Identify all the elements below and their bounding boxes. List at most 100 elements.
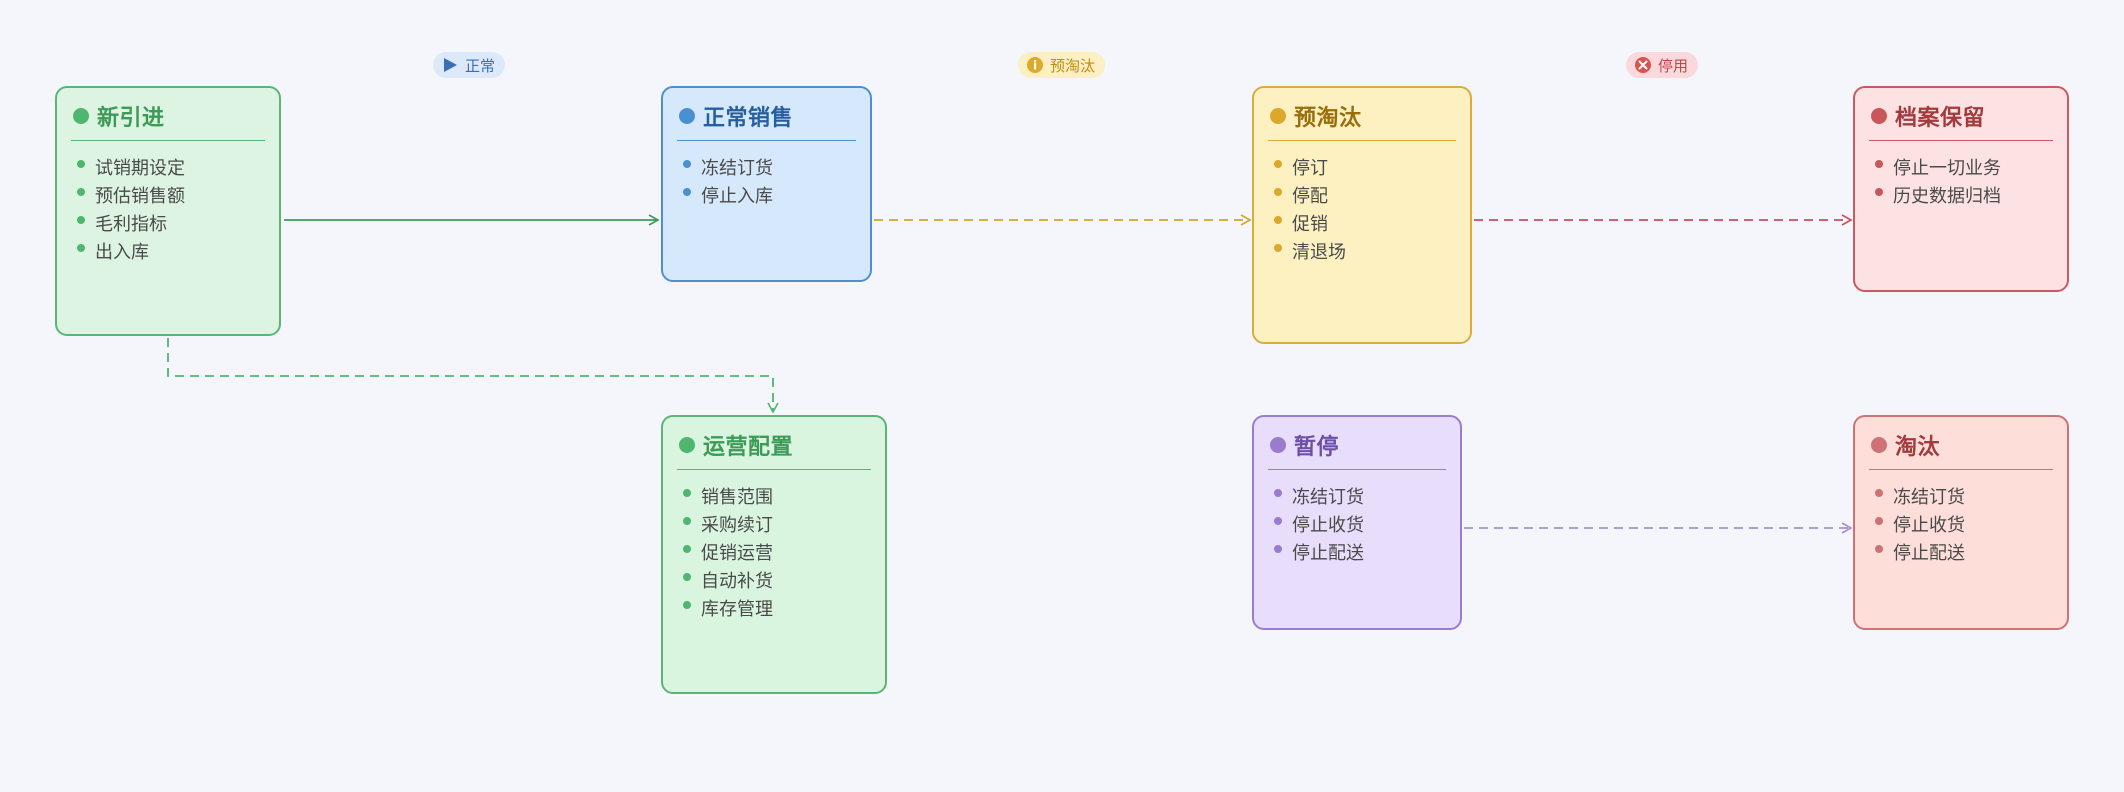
bullet-icon <box>683 601 691 609</box>
list-item-label: 清退场 <box>1292 242 1346 263</box>
list-item: 冻结订货 <box>1274 482 1446 510</box>
list-item: 停止入库 <box>683 181 856 209</box>
node-header: 档案保留 <box>1869 100 2053 141</box>
bullet-icon <box>683 188 691 196</box>
close-circle-icon <box>1634 56 1652 74</box>
list-item: 停止配送 <box>1875 538 2053 566</box>
node-item-list: 停止一切业务 历史数据归档 <box>1869 153 2053 209</box>
list-item-label: 出入库 <box>95 242 149 263</box>
list-item: 出入库 <box>77 237 265 265</box>
list-item-label: 冻结订货 <box>1893 487 1965 508</box>
list-item-label: 自动补货 <box>701 571 773 592</box>
bullet-icon <box>1875 188 1883 196</box>
edge-new-intro-to-ops-config <box>167 338 779 414</box>
status-dot-icon <box>1871 437 1887 453</box>
list-item-label: 试销期设定 <box>95 158 185 179</box>
list-item: 停止收货 <box>1875 510 2053 538</box>
status-dot-icon <box>1270 437 1286 453</box>
list-item-label: 停止一切业务 <box>1893 158 2001 179</box>
list-item: 历史数据归档 <box>1875 181 2053 209</box>
node-archive[interactable]: 档案保留 停止一切业务 历史数据归档 <box>1853 86 2069 292</box>
node-item-list: 冻结订货 停止收货 停止配送 <box>1268 482 1446 566</box>
node-header: 淘汰 <box>1869 429 2053 470</box>
bullet-icon <box>683 160 691 168</box>
list-item-label: 销售范围 <box>701 487 773 508</box>
node-header: 正常销售 <box>677 100 856 141</box>
bullet-icon <box>77 216 85 224</box>
node-normal-sale[interactable]: 正常销售 冻结订货 停止入库 <box>661 86 872 282</box>
badge-disabled: 停用 <box>1626 52 1699 78</box>
badge-disabled-label: 停用 <box>1658 56 1689 75</box>
node-title: 档案保留 <box>1895 106 1986 131</box>
bullet-icon <box>77 188 85 196</box>
node-eliminated[interactable]: 淘汰 冻结订货 停止收货 停止配送 <box>1853 415 2069 630</box>
bullet-icon <box>1274 545 1282 553</box>
list-item-label: 停止配送 <box>1893 543 1965 564</box>
list-item-label: 促销 <box>1292 214 1328 235</box>
list-item: 毛利指标 <box>77 209 265 237</box>
list-item: 清退场 <box>1274 237 1456 265</box>
node-item-list: 停订 停配 促销 清退场 <box>1268 153 1456 265</box>
list-item-label: 停止配送 <box>1292 543 1364 564</box>
badge-normal: 正常 <box>433 52 506 78</box>
list-item: 停止配送 <box>1274 538 1446 566</box>
svg-text:i: i <box>1033 59 1037 73</box>
list-item-label: 毛利指标 <box>95 214 167 235</box>
list-item: 采购续订 <box>683 510 871 538</box>
list-item-label: 促销运营 <box>701 543 773 564</box>
info-icon: i <box>1026 56 1044 74</box>
bullet-icon <box>1274 517 1282 525</box>
status-dot-icon <box>1270 108 1286 124</box>
list-item: 停止一切业务 <box>1875 153 2053 181</box>
node-paused[interactable]: 暂停 冻结订货 停止收货 停止配送 <box>1252 415 1462 630</box>
list-item: 试销期设定 <box>77 153 265 181</box>
list-item-label: 历史数据归档 <box>1893 186 2001 207</box>
list-item: 停订 <box>1274 153 1456 181</box>
node-ops-config[interactable]: 运营配置 销售范围 采购续订 促销运营 自动补货 库存管理 <box>661 415 887 694</box>
node-title: 正常销售 <box>703 106 794 131</box>
bullet-icon <box>1875 489 1883 497</box>
node-header: 暂停 <box>1268 429 1446 470</box>
bullet-icon <box>683 573 691 581</box>
node-title: 新引进 <box>97 106 165 131</box>
list-item: 自动补货 <box>683 566 871 594</box>
bullet-icon <box>77 160 85 168</box>
bullet-icon <box>1274 188 1282 196</box>
list-item-label: 停订 <box>1292 158 1328 179</box>
list-item-label: 预估销售额 <box>95 186 185 207</box>
node-item-list: 冻结订货 停止收货 停止配送 <box>1869 482 2053 566</box>
list-item: 库存管理 <box>683 594 871 622</box>
node-item-list: 销售范围 采购续订 促销运营 自动补货 库存管理 <box>677 482 871 622</box>
node-title: 运营配置 <box>703 435 794 460</box>
node-item-list: 试销期设定 预估销售额 毛利指标 出入库 <box>71 153 265 265</box>
list-item-label: 库存管理 <box>701 599 773 620</box>
list-item: 停止收货 <box>1274 510 1446 538</box>
bullet-icon <box>1274 160 1282 168</box>
list-item: 促销运营 <box>683 538 871 566</box>
list-item-label: 冻结订货 <box>701 158 773 179</box>
list-item: 冻结订货 <box>1875 482 2053 510</box>
node-title: 淘汰 <box>1895 435 1941 460</box>
node-new-intro[interactable]: 新引进 试销期设定 预估销售额 毛利指标 出入库 <box>55 86 281 336</box>
node-pre-eliminate[interactable]: 预淘汰 停订 停配 促销 清退场 <box>1252 86 1472 344</box>
bullet-icon <box>1875 545 1883 553</box>
list-item: 冻结订货 <box>683 153 856 181</box>
list-item-label: 停止收货 <box>1292 515 1364 536</box>
node-title: 暂停 <box>1294 435 1340 460</box>
play-icon <box>441 56 459 74</box>
bullet-icon <box>1274 216 1282 224</box>
bullet-icon <box>683 489 691 497</box>
node-title: 预淘汰 <box>1294 106 1362 131</box>
node-header: 新引进 <box>71 100 265 141</box>
list-item: 促销 <box>1274 209 1456 237</box>
list-item-label: 停配 <box>1292 186 1328 207</box>
node-item-list: 冻结订货 停止入库 <box>677 153 856 209</box>
list-item-label: 冻结订货 <box>1292 487 1364 508</box>
list-item: 停配 <box>1274 181 1456 209</box>
node-header: 预淘汰 <box>1268 100 1456 141</box>
bullet-icon <box>683 517 691 525</box>
bullet-icon <box>1274 489 1282 497</box>
status-dot-icon <box>73 108 89 124</box>
list-item-label: 采购续订 <box>701 515 773 536</box>
node-header: 运营配置 <box>677 429 871 470</box>
